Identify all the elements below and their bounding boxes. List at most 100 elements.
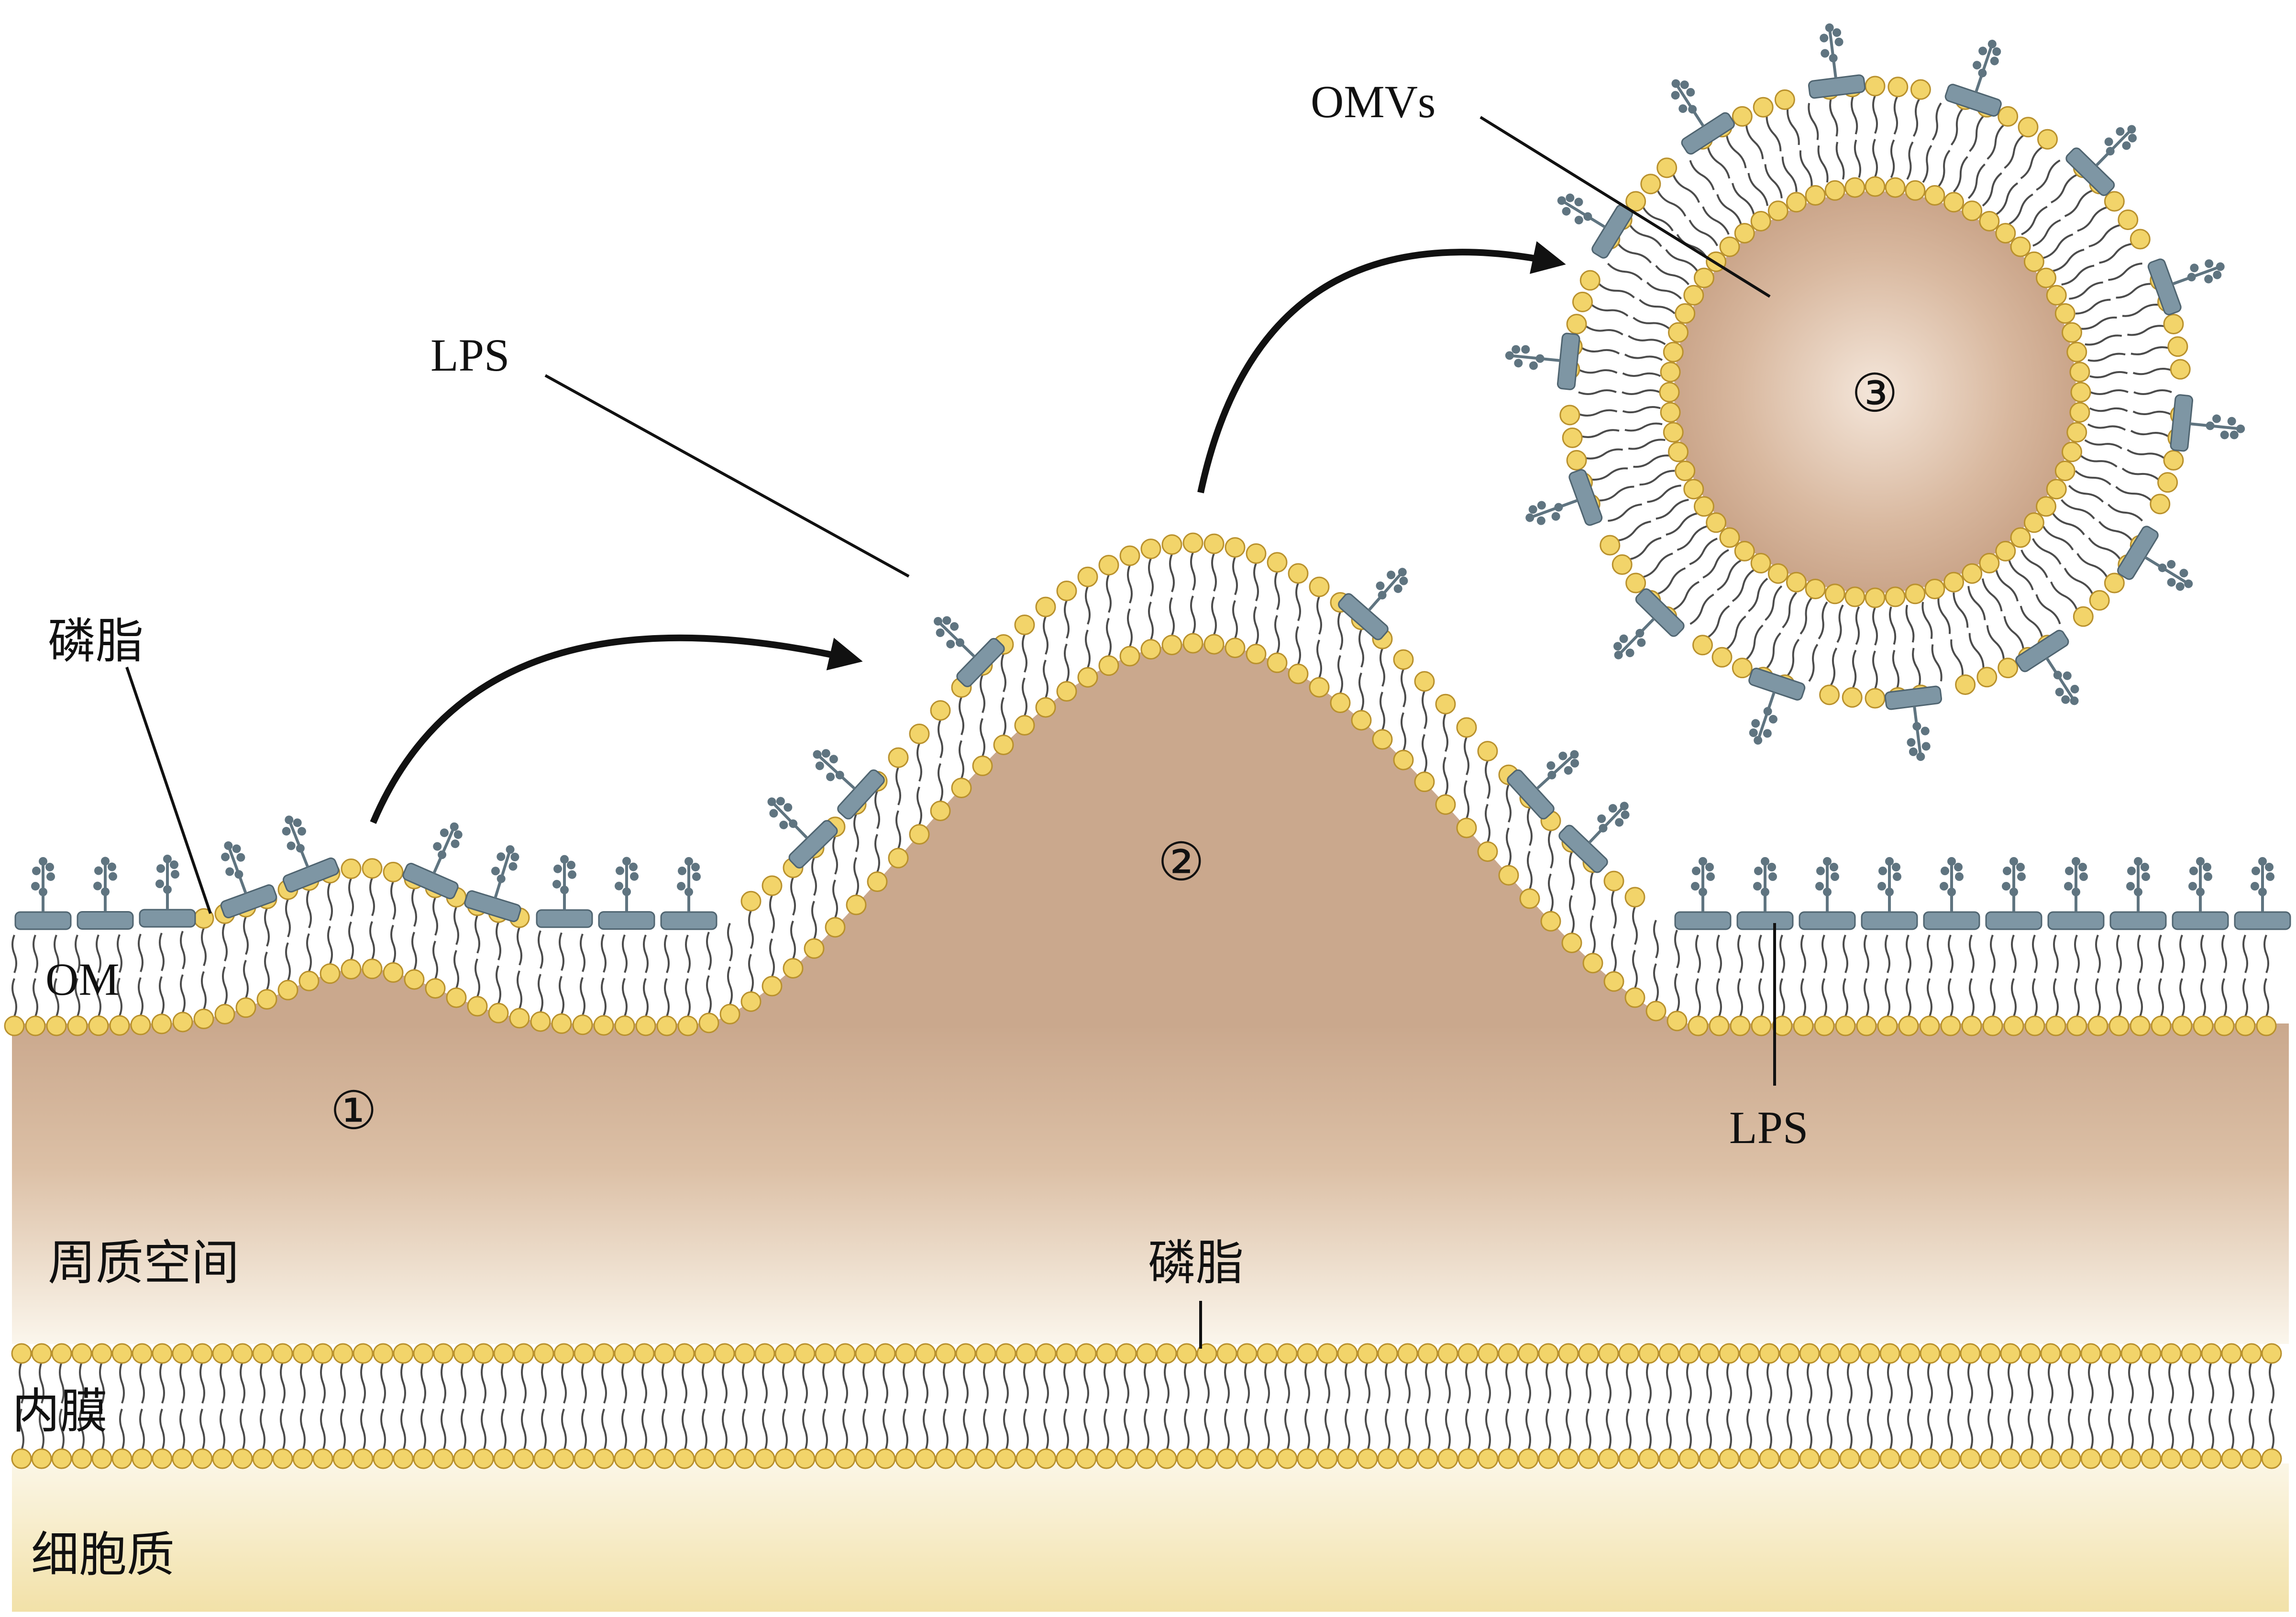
- lipid-tail: [1085, 629, 1091, 668]
- lipid-tail: [1633, 454, 1670, 468]
- phospholipid-head: [1558, 1343, 1579, 1364]
- lipid-tail: [581, 1408, 587, 1451]
- lps-core: [2047, 911, 2105, 930]
- lps-sugar: [232, 844, 241, 853]
- phospholipid-head: [572, 1014, 593, 1035]
- phospholipid-head: [1377, 1448, 1398, 1469]
- lipid-tail: [2088, 224, 2120, 248]
- lipid-tail: [1892, 649, 1899, 688]
- phospholipid-head: [1920, 1448, 1941, 1469]
- phospholipid-head: [2073, 606, 2094, 627]
- lipid-tail: [501, 1362, 507, 1404]
- phospholipid-head: [1885, 586, 1906, 607]
- phospholipid-head: [1309, 576, 1330, 597]
- lipid-tail: [1716, 935, 1722, 973]
- lps-sugar: [1973, 61, 1982, 70]
- lipid-tail: [963, 1408, 969, 1451]
- lipid-tail: [1443, 713, 1448, 752]
- lps-sugar: [1621, 810, 1630, 819]
- lipid-tail: [853, 814, 859, 852]
- lps-sugar: [2127, 125, 2136, 134]
- phospholipid-head: [1156, 1448, 1177, 1469]
- phospholipid-head: [1859, 1448, 1880, 1469]
- phospholipid-head: [875, 1448, 896, 1469]
- phospholipid-head: [1734, 540, 1755, 561]
- lipid-tail: [2032, 219, 2061, 247]
- lipid-tail: [1624, 353, 1663, 361]
- phospholipid-head: [1980, 1448, 2001, 1469]
- lipid-tail: [1184, 1362, 1190, 1404]
- lipid-tail: [340, 1362, 346, 1404]
- phospholipid-head: [930, 700, 951, 721]
- lipid-tail: [1689, 220, 1718, 246]
- lipid-tail: [2221, 935, 2227, 973]
- phospholipid-head: [1414, 671, 1435, 692]
- lipid-tail: [2068, 1408, 2074, 1451]
- lipid-tail: [1148, 558, 1154, 597]
- phospholipid-head: [1772, 1015, 1793, 1036]
- phospholipid-head: [151, 1013, 172, 1034]
- lipid-tail: [1626, 1362, 1632, 1404]
- phospholipid-head: [433, 1448, 454, 1469]
- lps-sugar: [101, 887, 110, 896]
- lipid-tail: [1211, 553, 1217, 592]
- lipid-tail: [722, 1408, 728, 1451]
- phospholipid-head: [698, 1012, 719, 1034]
- phospholipid-head: [413, 1343, 434, 1364]
- lipid-tail: [1746, 1362, 1752, 1404]
- phospholipid-head: [1943, 572, 1965, 593]
- lps-sugar: [2134, 888, 2142, 896]
- lipid-tail: [2108, 262, 2142, 281]
- lps-sugar: [2204, 872, 2212, 881]
- lps-molecule: [1799, 857, 1856, 930]
- phospholipid-head: [1119, 545, 1140, 566]
- phospholipid-head: [1719, 1448, 1740, 1469]
- phospholipid-head: [1943, 192, 1965, 213]
- lipid-tail: [99, 1362, 105, 1404]
- lps-sugar: [282, 827, 291, 836]
- lps-sugar: [1635, 628, 1645, 638]
- lipid-tail: [1716, 194, 1742, 224]
- lipid-tail: [243, 916, 249, 955]
- lps-sugar: [2128, 133, 2137, 143]
- phospholipid-head: [674, 1343, 695, 1364]
- lps-sugar: [789, 819, 798, 828]
- lps-chain: [772, 802, 808, 839]
- lipid-tail: [1765, 585, 1783, 621]
- lps-sugar: [691, 862, 700, 871]
- lps-sugar: [2206, 421, 2215, 430]
- lipid-tail: [2188, 1362, 2194, 1404]
- phospholipid-head: [1056, 1343, 1077, 1364]
- phospholipid-head: [312, 1448, 333, 1469]
- lipid-tail: [1425, 1362, 1431, 1404]
- lipid-tail: [2158, 935, 2164, 973]
- lps-sugar: [1831, 872, 1839, 881]
- phospholipid-head: [509, 1008, 530, 1029]
- lipid-tail: [1927, 1362, 1933, 1404]
- lipid-tail: [842, 1362, 848, 1404]
- phospholipid-head: [1750, 553, 1771, 574]
- lipid-tail: [895, 810, 901, 849]
- phospholipid-head: [2018, 117, 2039, 138]
- phospholipid-head: [383, 962, 404, 983]
- lipid-tail: [1843, 978, 1848, 1017]
- lps-core: [2234, 911, 2291, 930]
- lipid-tail: [1747, 173, 1768, 206]
- lipid-tail: [1950, 639, 1964, 676]
- lps-sugar: [94, 866, 103, 875]
- lps-sugar: [1686, 88, 1695, 97]
- lipid-tail: [2137, 978, 2143, 1017]
- lps-sugar: [2196, 857, 2205, 866]
- lipid-tail: [862, 1362, 868, 1404]
- lps-chain: [1975, 45, 1993, 93]
- lipid-tail: [2130, 429, 2169, 438]
- phospholipid-head: [2104, 572, 2125, 594]
- lps-molecule: [1338, 568, 1408, 640]
- phospholipid-head: [975, 1448, 996, 1469]
- lipid-tail: [59, 1362, 65, 1404]
- phospholipid-head: [383, 861, 404, 882]
- phospholipid-head: [1910, 79, 1931, 100]
- lipid-tail: [1779, 978, 1785, 1017]
- label-cytoplasm: 细胞质: [31, 1527, 175, 1583]
- phospholipid-head: [332, 1448, 353, 1469]
